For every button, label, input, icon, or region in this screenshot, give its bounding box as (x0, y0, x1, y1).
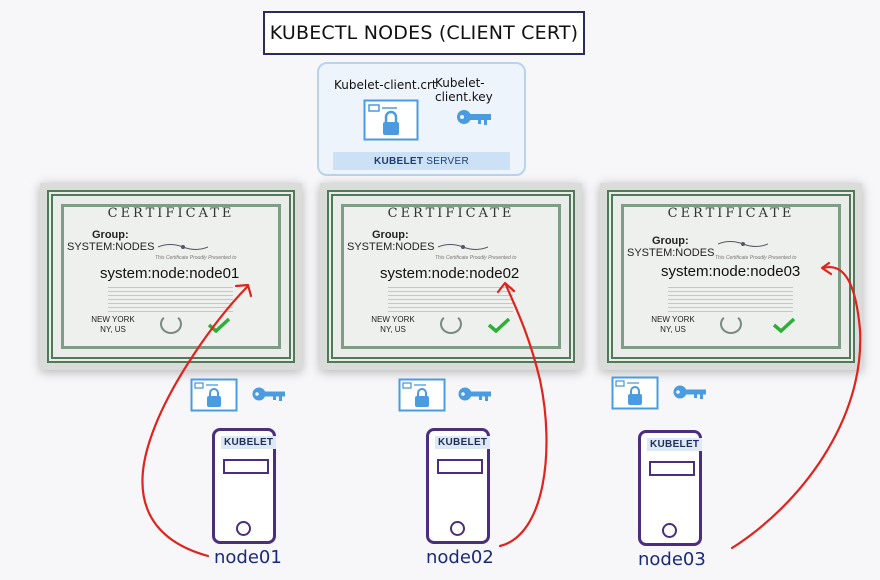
certificate-group-value: SYSTEM:NODES (627, 247, 715, 259)
kubelet-client-crt-label: Kubelet-client.crt (334, 78, 437, 92)
arrow-head-node02 (496, 281, 516, 294)
certificate-presented-text: This Certificate Proudly Presented to (715, 255, 797, 261)
certificate-heading: CERTIFICATE (107, 206, 235, 221)
certificate-node03: CERTIFICATE Group: SYSTEM:NODES This Cer… (600, 183, 862, 370)
kubelet-server-text: SERVER (426, 155, 470, 167)
node-name: node01 (214, 547, 282, 568)
certificate-lock-icon (190, 378, 238, 412)
certificate-node01: CERTIFICATE Group: SYSTEM:NODES This Cer… (40, 183, 302, 370)
kubelet-tag: KUBELET (647, 438, 703, 451)
kubelet-tag: KUBELET (221, 436, 277, 449)
certificate-subject: system:node:node02 (380, 265, 520, 282)
laurel-seal-icon (440, 314, 462, 334)
arrow-head-node03 (820, 261, 833, 276)
arrow-node01 (141, 285, 249, 558)
flourish-icon (438, 244, 488, 250)
key-icon (457, 110, 491, 125)
key-icon (673, 385, 706, 399)
check-icon (487, 317, 511, 333)
key-icon (252, 387, 285, 401)
certificate-lock-icon (611, 376, 659, 410)
certificate-heading: CERTIFICATE (667, 206, 795, 221)
arrow-node03 (730, 265, 862, 550)
server-icon: KUBELET (638, 430, 703, 546)
check-icon (772, 317, 796, 333)
key-icon (458, 387, 491, 401)
certificate-fine-print (108, 287, 233, 313)
flourish-icon (718, 241, 768, 247)
server-icon: KUBELET (426, 428, 491, 544)
node-name: node02 (426, 547, 494, 568)
check-icon (207, 317, 231, 333)
kubelet-server-bar: KUBELET SERVER (333, 152, 510, 170)
certificate-lock-icon (398, 378, 446, 412)
certificate-group-label: Group: (652, 235, 689, 247)
arrow-head-node01 (234, 283, 253, 298)
certificate-fine-print (388, 287, 513, 313)
certificate-group-value: SYSTEM:NODES (67, 241, 155, 253)
arrow-node02 (498, 283, 548, 548)
certificate-presented-text: This Certificate Proudly Presented to (435, 255, 517, 261)
kubelet-client-key-label: Kubelet-client.key (435, 76, 493, 104)
certificate-group-label: Group: (92, 229, 129, 241)
server-icon: KUBELET (212, 428, 277, 544)
certificate-fine-print (668, 287, 793, 313)
certificate-subject: system:node:node01 (100, 265, 240, 282)
kubelet-tag: KUBELET (435, 436, 491, 449)
node02-credentials (398, 378, 491, 417)
certificate-node02: CERTIFICATE Group: SYSTEM:NODES This Cer… (320, 183, 582, 370)
certificate-group-value: SYSTEM:NODES (347, 241, 435, 253)
certificate-subject: system:node:node03 (661, 263, 801, 280)
node03-credentials (611, 376, 706, 415)
certificate-group-label: Group: (372, 229, 409, 241)
laurel-seal-icon (160, 314, 182, 334)
kubelet-server-box: Kubelet-client.crt Kubelet-client.key KU… (317, 62, 526, 176)
laurel-seal-icon (720, 314, 742, 334)
node01-credentials (190, 378, 285, 417)
certificate-lock-icon (363, 99, 419, 141)
flourish-icon (158, 244, 208, 250)
diagram-title: KUBECTL NODES (CLIENT CERT) (263, 11, 585, 55)
certificate-heading: CERTIFICATE (387, 206, 515, 221)
kubelet-server-bold: KUBELET (373, 155, 424, 167)
certificate-presented-text: This Certificate Proudly Presented to (155, 255, 237, 261)
node-name: node03 (638, 549, 706, 570)
